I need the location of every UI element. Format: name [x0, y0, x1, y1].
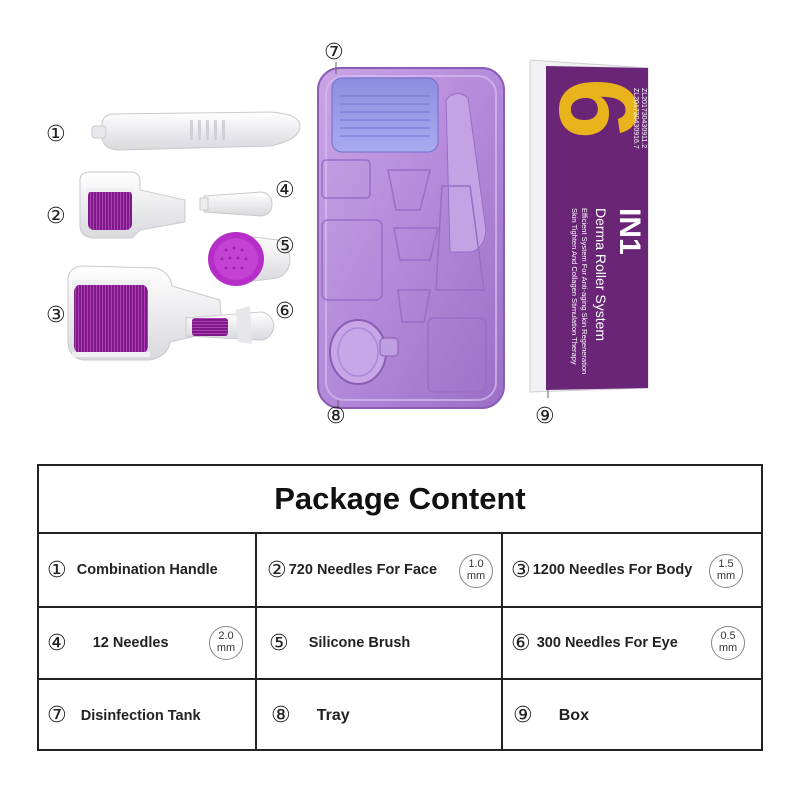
table-cell: ③ 1200 Needles For Body 1.5 mm — [503, 534, 761, 606]
callout-6: ⑥ — [275, 299, 295, 324]
callout-5: ⑤ — [275, 234, 295, 259]
item-number: ② — [267, 557, 287, 583]
callout-4: ④ — [275, 178, 295, 203]
table-row: ④ 12 Needles 2.0 mm ⑤ Silicone Brush ⑥ 3… — [39, 608, 761, 680]
badge-unit: mm — [716, 570, 736, 582]
badge-unit: mm — [466, 570, 486, 582]
item-number: ⑨ — [513, 703, 533, 728]
badge-unit: mm — [718, 642, 738, 654]
table-cell: ⑦ Disinfection Tank — [39, 680, 257, 751]
needle-length-badge: 1.5 mm — [709, 554, 743, 588]
item-number: ③ — [511, 557, 531, 583]
callout-2: ② — [46, 204, 66, 229]
item-label: Tray — [316, 706, 350, 724]
product-photo: 6 IN1 Derma Roller System Efficient Syst… — [67, 59, 659, 409]
box-tagline-1: Efficient System For Anti-aging Skin Reg… — [580, 208, 589, 374]
roller-300-image — [185, 306, 275, 344]
box-product-name: Derma Roller System — [593, 208, 609, 341]
disinfection-tank-image — [331, 77, 439, 153]
needle-length-badge: 2.0 mm — [209, 626, 243, 660]
item-label: Disinfection Tank — [80, 707, 201, 724]
table-cell: ① Combination Handle — [39, 534, 257, 606]
package-content-table: Package Content ① Combination Handle ② 7… — [37, 464, 763, 751]
table-cell: ④ 12 Needles 2.0 mm — [39, 608, 257, 678]
item-number: ④ — [47, 630, 67, 656]
item-label: 12 Needles — [92, 635, 169, 651]
combination-handle-image — [91, 111, 301, 151]
tray-image — [317, 67, 505, 409]
needle-length-badge: 1.0 mm — [459, 554, 493, 588]
table-cell: ⑧ Tray — [257, 680, 503, 751]
box-in-label: IN1 — [613, 208, 646, 255]
item-label: Silicone Brush — [308, 635, 411, 651]
box-brand-number: 6 — [536, 78, 659, 139]
callout-9: ⑨ — [535, 404, 555, 429]
table-cell: ⑨ Box — [503, 680, 761, 751]
badge-unit: mm — [216, 642, 236, 654]
item-number: ① — [47, 557, 67, 583]
table-row: ⑦ Disinfection Tank ⑧ Tray ⑨ Box — [39, 680, 761, 751]
table-cell: ⑥ 300 Needles For Eye 0.5 mm — [503, 608, 761, 678]
item-label: 300 Needles For Eye — [536, 635, 678, 651]
item-number: ⑦ — [47, 703, 67, 728]
badge-value: 1.5 — [718, 558, 734, 571]
item-number: ⑤ — [269, 630, 289, 656]
callout-8: ⑧ — [326, 404, 346, 429]
box-patent-2: ZL201730430916.7 — [632, 88, 639, 149]
needle-12-head-image — [199, 191, 273, 217]
callout-1: ① — [46, 122, 66, 147]
roller-720-image — [79, 171, 186, 239]
item-number: ⑧ — [271, 703, 291, 728]
needle-length-badge: 0.5 mm — [711, 626, 745, 660]
badge-value: 0.5 — [720, 630, 736, 643]
box-tagline-2: Skin Tighten And Collagen Stimulation Th… — [570, 208, 579, 365]
box-patent-1: ZL201730430911.2 — [640, 88, 647, 148]
table-cell: ② 720 Needles For Face 1.0 mm — [257, 534, 503, 606]
item-number: ⑥ — [511, 630, 531, 656]
silicone-brush-image — [208, 232, 291, 286]
item-label: Combination Handle — [76, 562, 218, 578]
table-cell: ⑤ Silicone Brush — [257, 608, 503, 678]
badge-value: 1.0 — [468, 558, 484, 571]
callout-7: ⑦ — [324, 40, 344, 65]
box-image: 6 IN1 Derma Roller System Efficient Syst… — [529, 59, 659, 398]
callout-3: ③ — [46, 303, 66, 328]
item-label: Box — [558, 706, 589, 724]
item-label: 720 Needles For Face — [288, 562, 438, 578]
table-title: Package Content — [39, 466, 761, 534]
item-label: 1200 Needles For Body — [532, 562, 693, 578]
badge-value: 2.0 — [218, 630, 234, 643]
roller-1200-image — [67, 265, 223, 361]
table-row: ① Combination Handle ② 720 Needles For F… — [39, 534, 761, 608]
box-patent-title: Patent No.: — [648, 88, 655, 123]
